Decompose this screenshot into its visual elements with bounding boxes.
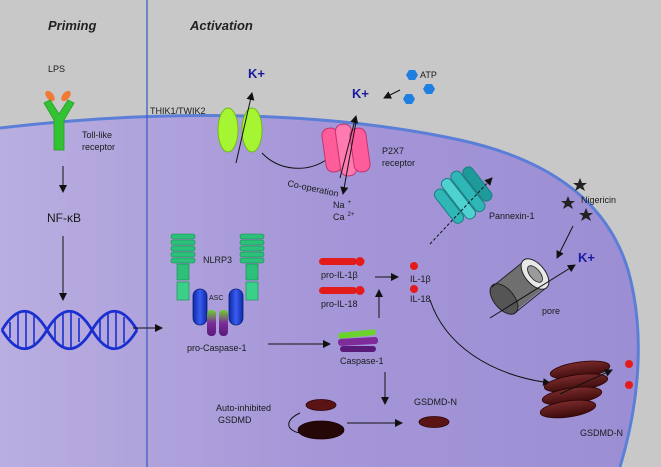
nigericin-pore (489, 258, 550, 315)
nlrp3-left (170, 233, 196, 301)
atp-molecule (423, 84, 435, 94)
k-plus-thik: K+ (248, 66, 265, 81)
nigericin-molecule (573, 178, 587, 191)
k-plus-p2x7: K+ (352, 86, 369, 101)
asc-left (192, 288, 208, 326)
gsdmd-n-label: GSDMD-N (414, 397, 457, 407)
il1b-label: IL-1β (410, 274, 431, 284)
tlr-label-line: Toll-like (82, 130, 112, 140)
nigericin-label: Nigericin (581, 195, 616, 205)
gsdmd-pore-release-arrow (559, 369, 613, 395)
pannexin-label: Pannexin-1 (489, 211, 535, 221)
tlr-label: Toll-like receptor (82, 130, 115, 152)
tlr-label-line: receptor (82, 142, 115, 152)
lps-label: LPS (48, 64, 65, 74)
p2x7-k-efflux-arrow (339, 115, 359, 179)
atp-molecule (403, 94, 415, 104)
toll-like-receptor (43, 99, 75, 151)
pro-il18-head (355, 286, 365, 295)
lps-molecule (61, 90, 71, 102)
activation-header: Activation (189, 18, 253, 33)
auto-inhibited-line: Auto-inhibited (216, 403, 271, 413)
pore-label: pore (542, 306, 560, 316)
nlrp3-label: NLRP3 (203, 255, 232, 265)
pro-il18-bar (319, 287, 357, 294)
thik-label: THIK1/TWIK2 (150, 106, 206, 116)
auto-inhibited-label: Auto-inhibited GSDMD (216, 403, 274, 425)
pro-caspase-right (219, 310, 228, 336)
p2x7-cation-influx-arrow (340, 121, 357, 195)
pannexin-1-channel (433, 166, 493, 224)
atp-label: ATP (420, 70, 437, 80)
gsdmd-n-fragment (418, 416, 450, 428)
na-label: Na+ (333, 200, 352, 210)
cell-membrane (0, 114, 640, 467)
p2x7-label: P2X7 receptor (382, 146, 415, 168)
p2x7-receptor (321, 123, 371, 177)
pro-il18-label: pro-IL-18 (321, 299, 358, 309)
k-plus-pore: K+ (578, 250, 595, 265)
il-to-gsdmd-pore-curve (429, 299, 551, 387)
pore-k-efflux-arrow (489, 264, 576, 319)
nlrp3-right (239, 233, 265, 301)
pro-il1b-head (355, 257, 365, 266)
caspase-1 (338, 329, 379, 352)
pannexin-dashed-arrow (429, 177, 493, 245)
nigericin-molecule (579, 208, 593, 221)
caspase-1-label: Caspase-1 (340, 356, 384, 366)
il18-dot (410, 285, 418, 293)
released-il-dot (625, 381, 633, 389)
cooperation-curve (261, 152, 327, 169)
gsdmd-n-pore (539, 360, 611, 419)
nigericin-molecule (561, 196, 575, 209)
il18-label: IL-18 (410, 294, 431, 304)
gsdmd-c-domain (305, 399, 337, 411)
atp-molecule (406, 70, 418, 80)
thik-channel-right (241, 107, 263, 153)
thik-channel-left (217, 107, 239, 153)
asc-label: ASC (209, 295, 223, 302)
pro-caspase-left (207, 310, 216, 336)
p2x7-label-line: P2X7 (382, 146, 404, 156)
pro-caspase-label: pro-Caspase-1 (187, 343, 247, 353)
auto-inhibited-linker (288, 412, 301, 434)
il1b-dot (410, 262, 418, 270)
released-il-dot (625, 360, 633, 368)
asc-right (228, 288, 244, 326)
thik-k-efflux-arrow (235, 92, 255, 164)
p2x7-label-line: receptor (382, 158, 415, 168)
gsdmd-n-pore-label: GSDMD-N (580, 428, 623, 438)
priming-header: Priming (48, 18, 96, 33)
gsdmd-n-domain-inhibited (297, 420, 345, 440)
lps-molecule (45, 90, 55, 102)
pro-il1b-bar (319, 258, 357, 265)
atp-to-p2x7-arrow (383, 89, 401, 99)
auto-inhibited-line: GSDMD (218, 415, 252, 425)
dna-helix (0, 310, 139, 350)
pro-il1b-label: pro-IL-1β (321, 270, 358, 280)
nfkb-label: NF-κB (47, 211, 81, 225)
nigericin-to-pore-arrow (556, 225, 574, 259)
